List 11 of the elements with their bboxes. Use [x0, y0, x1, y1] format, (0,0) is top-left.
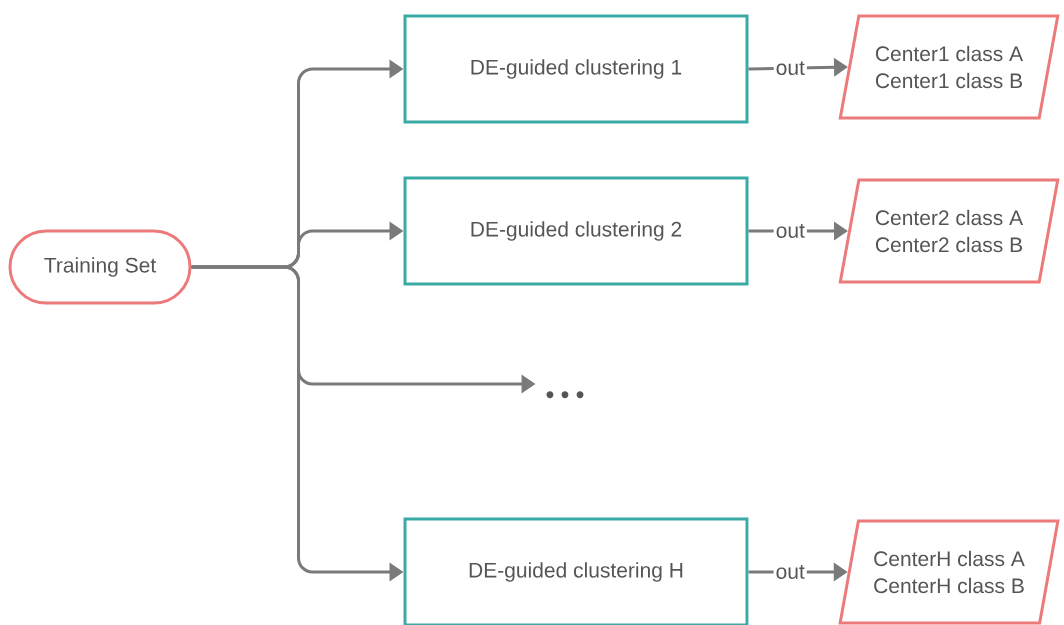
ellipsis-text: • • • — [546, 391, 584, 399]
edge-label: out — [773, 563, 807, 581]
output-parallelogram: Center2 class A Center2 class B — [838, 178, 1060, 284]
process-box: DE-guided clustering 1 — [403, 14, 749, 124]
terminal-node: Training Set — [8, 229, 192, 305]
edge-label: out — [773, 59, 807, 78]
output-parallelogram: Center1 class A Center1 class B — [838, 14, 1060, 120]
process-box: DE-guided clustering H — [403, 517, 749, 625]
process-box: DE-guided clustering 2 — [403, 176, 749, 286]
edge-label: out — [773, 222, 807, 240]
output-parallelogram: CenterH class A CenterH class B — [838, 519, 1060, 625]
